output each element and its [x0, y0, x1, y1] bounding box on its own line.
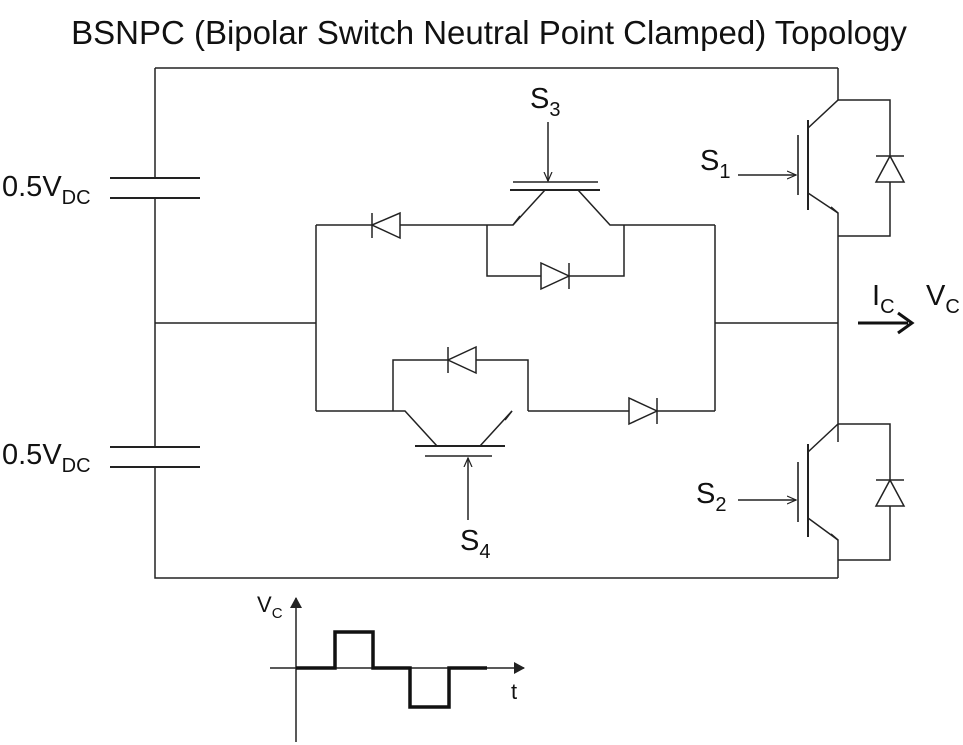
capacitor-upper: [110, 177, 200, 199]
output-voltage-label: VC: [926, 280, 960, 318]
output-current-arrow: [858, 311, 915, 335]
output-current-label: IC: [872, 280, 895, 318]
capacitor-upper-label: 0.5VDC: [2, 171, 91, 209]
diode-d4: [628, 396, 659, 426]
output-waveform-trace: [296, 630, 487, 709]
capacitor-lower: [110, 446, 200, 468]
switch-s2-label: S2: [696, 478, 726, 516]
diode-d2: [540, 261, 571, 291]
output-waveform-axes: [270, 597, 525, 742]
diode-d1: [370, 211, 401, 240]
diode-d3: [446, 345, 477, 375]
switch-s1-label: S1: [700, 145, 730, 183]
switch-s4-label: S4: [460, 525, 490, 563]
waveform-x-label: t: [511, 679, 517, 704]
dc-bus-wires: [154, 67, 838, 579]
bidirectional-switch-network: [315, 122, 838, 520]
diagram-title: BSNPC (Bipolar Switch Neutral Point Clam…: [71, 14, 907, 51]
capacitor-lower-label: 0.5VDC: [2, 439, 91, 477]
igbt-s2: [738, 423, 906, 578]
switch-s3-label: S3: [530, 83, 560, 121]
igbt-s1: [738, 68, 906, 442]
waveform-y-label: VC: [257, 592, 283, 622]
